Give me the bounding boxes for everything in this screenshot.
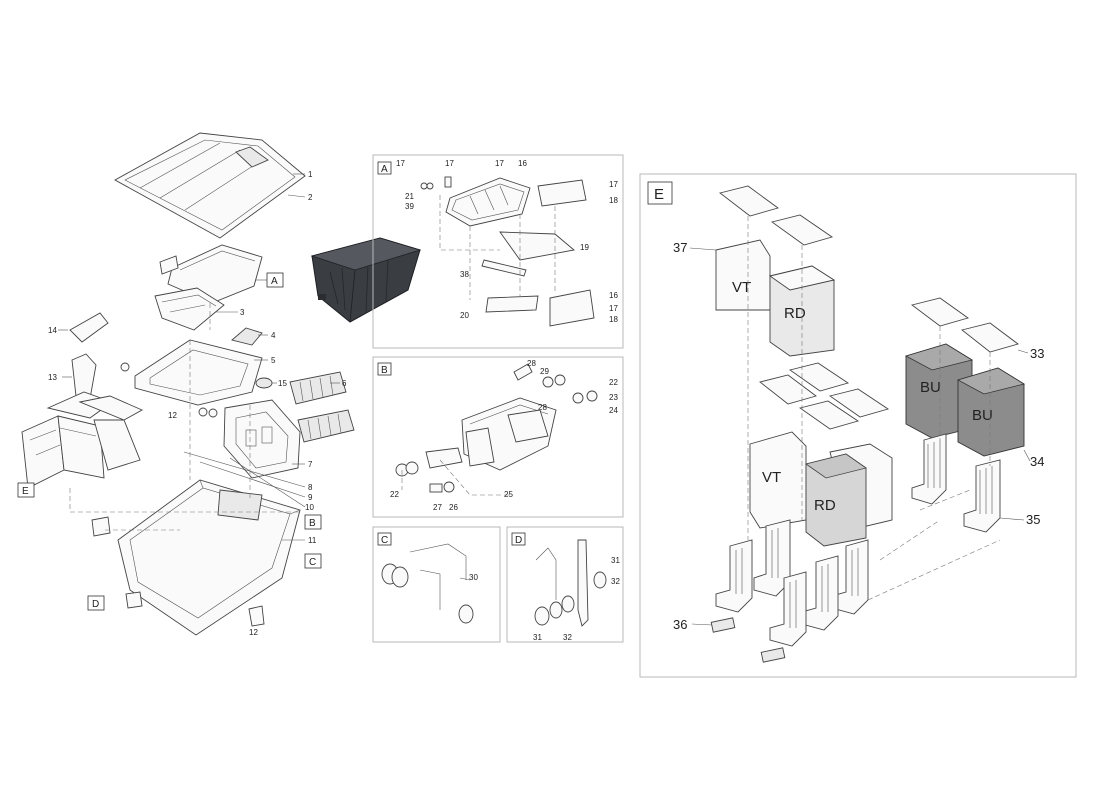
- callout-4: 4: [271, 331, 276, 340]
- panel-e: E VT RD BU BU: [639, 173, 1077, 678]
- filter-housing-part: [117, 479, 301, 636]
- tag-e: E: [22, 486, 29, 497]
- media-vt-lower: VT: [762, 469, 781, 486]
- media-block-stack: [21, 391, 144, 489]
- tag-b: B: [309, 518, 316, 529]
- b-callout-27: 27: [433, 503, 442, 512]
- ring-part: [198, 407, 208, 417]
- c-callout-30: 30: [469, 573, 478, 582]
- callout-12-outlet: 12: [249, 628, 258, 637]
- b-callout-28: 28: [527, 359, 536, 368]
- outlet-part: [91, 516, 111, 537]
- sieve-tray-part: [154, 287, 225, 331]
- d-callout-32: 32: [611, 577, 620, 586]
- b-callout-29: 29: [540, 367, 549, 376]
- lid-part: [114, 132, 306, 239]
- a-callout-21: 21: [405, 192, 414, 201]
- panel-b: B 28 29 22 23 24 28 22 27 26 25: [372, 356, 624, 518]
- media-rd-lower: RD: [814, 497, 836, 514]
- panel-c-tag: C: [381, 535, 388, 546]
- e-callout-35: 35: [1026, 512, 1040, 527]
- a-callout-17e: 17: [609, 304, 618, 313]
- panel-c: C 30: [372, 526, 501, 643]
- e-callout-33: 33: [1030, 346, 1044, 361]
- media-rd-upper: RD: [784, 305, 806, 322]
- tag-d: D: [92, 599, 99, 610]
- a-callout-17b: 17: [445, 159, 454, 168]
- ring-part: [120, 362, 130, 372]
- panel-d: D 31 32 31 32: [506, 526, 624, 643]
- b-callout-25: 25: [504, 490, 513, 499]
- callout-5: 5: [271, 356, 276, 365]
- callout-6: 6: [342, 379, 347, 388]
- d-callout-31: 31: [611, 556, 620, 565]
- vt-rd-upper-pair: [715, 239, 836, 357]
- foam-cylinder-part: [289, 371, 355, 443]
- callout-10: 10: [305, 503, 314, 512]
- housing-render: [310, 237, 422, 323]
- panel-a: A 17 17 17 16 21 39 17 18 19 38 16 17 18…: [372, 154, 624, 349]
- a-callout-17a: 17: [396, 159, 405, 168]
- callout-2: 2: [308, 193, 313, 202]
- a-callout-19: 19: [580, 243, 589, 252]
- outlet-part: [125, 591, 143, 609]
- a-callout-39: 39: [405, 202, 414, 211]
- a-callout-16b: 16: [609, 291, 618, 300]
- filter-frame-part: [223, 399, 301, 479]
- a-callout-20: 20: [460, 311, 469, 320]
- panel-e-tag: E: [654, 186, 664, 203]
- a-callout-18b: 18: [609, 315, 618, 324]
- b-callout-28b: 28: [538, 403, 547, 412]
- b-callout-24: 24: [609, 406, 618, 415]
- panel-b-tag: B: [381, 365, 388, 376]
- callout-11: 11: [308, 536, 317, 545]
- callout-14: 14: [48, 326, 57, 335]
- bu-pair: [904, 343, 1026, 457]
- uv-cap-part: [69, 312, 109, 343]
- tag-a: A: [271, 276, 278, 287]
- b-callout-22: 22: [609, 378, 618, 387]
- callout-13: 13: [48, 373, 57, 382]
- main-assembly: A E B C D 1 2 3 4 5 6 7 8 9 10 11 12 12 …: [17, 132, 355, 637]
- callout-7: 7: [308, 460, 313, 469]
- ring-part: [208, 408, 218, 418]
- media-vt-upper: VT: [732, 279, 751, 296]
- a-callout-17c: 17: [495, 159, 504, 168]
- panel-d-tag: D: [515, 535, 522, 546]
- d-callout-32b: 32: [563, 633, 572, 642]
- vt-rd-lower-pair: [749, 431, 893, 547]
- a-callout-38: 38: [460, 270, 469, 279]
- tag-c: C: [309, 557, 316, 568]
- e-callout-34: 34: [1030, 454, 1044, 469]
- panel-a-tag: A: [381, 164, 388, 175]
- callout-12: 12: [168, 411, 177, 420]
- e-callout-36: 36: [673, 617, 687, 632]
- e-callout-37: 37: [673, 240, 687, 255]
- outlet-part: [248, 605, 265, 627]
- support-brackets: [715, 433, 1001, 647]
- module-a-part: [159, 244, 263, 304]
- a-callout-17d: 17: [609, 180, 618, 189]
- media-bu-right: BU: [972, 407, 993, 424]
- callout-15: 15: [278, 379, 287, 388]
- callout-3: 3: [240, 308, 245, 317]
- callout-1: 1: [308, 170, 313, 179]
- media-bu-left: BU: [920, 379, 941, 396]
- b-callout-23: 23: [609, 393, 618, 402]
- b-callout-22b: 22: [390, 490, 399, 499]
- base-plate-part: [134, 339, 263, 406]
- b-callout-26: 26: [449, 503, 458, 512]
- a-callout-16: 16: [518, 159, 527, 168]
- a-callout-18: 18: [609, 196, 618, 205]
- d-callout-31b: 31: [533, 633, 542, 642]
- small-cover-part: [231, 327, 263, 346]
- clip-part: [255, 377, 273, 389]
- callout-8: 8: [308, 483, 313, 492]
- callout-9: 9: [308, 493, 313, 502]
